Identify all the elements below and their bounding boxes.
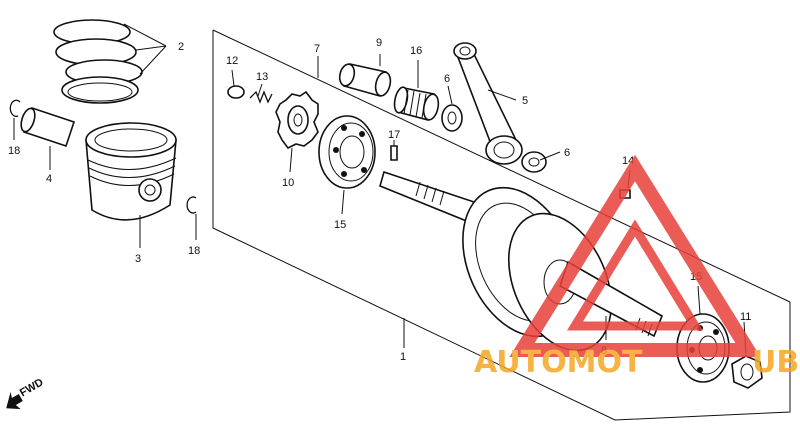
callout-9: 9: [376, 37, 382, 49]
watermark-logo: AUTOMOT UB: [474, 154, 799, 380]
callout-10: 10: [282, 177, 294, 189]
callout-17: 17: [388, 129, 400, 141]
piston-rings: [53, 19, 143, 104]
needle-bearing: [393, 86, 440, 121]
callout-18-left: 18: [8, 145, 20, 157]
crankshaft-nut: [731, 355, 763, 389]
piston-pin-clip-left: [9, 99, 21, 117]
spring: [249, 90, 273, 104]
dowel-pin: [390, 145, 398, 161]
callout-16: 16: [410, 45, 422, 57]
connecting-rod: [453, 42, 523, 165]
forward-direction-indicator: FWD: [6, 376, 46, 410]
timing-gear: [275, 90, 319, 150]
callout-3: 3: [135, 253, 141, 265]
thrust-washer-lower: [521, 151, 547, 173]
fwd-label: FWD: [18, 376, 46, 399]
callout-6-upper: 6: [444, 73, 450, 85]
ball-bearing-left: [318, 115, 376, 189]
woodruff-key: [227, 85, 245, 99]
watermark-text-right: UB: [752, 345, 799, 380]
callout-2: 2: [178, 41, 184, 53]
piston-pin-clip-right: [186, 196, 197, 214]
callout-6-lower: 6: [564, 147, 570, 159]
callout-15-left: 15: [334, 219, 346, 231]
callout-4: 4: [46, 173, 52, 185]
arrow-icon: [6, 391, 23, 410]
piston-pin: [20, 106, 76, 148]
leader-lines: [13, 23, 747, 355]
thrust-washer-upper: [441, 104, 463, 132]
callout-5: 5: [522, 95, 528, 107]
callout-13: 13: [256, 71, 268, 83]
callout-1: 1: [400, 351, 406, 363]
callout-7: 7: [314, 43, 320, 55]
callout-18-right: 18: [188, 245, 200, 257]
callout-labels: 2 3 4 5 6 6 7 8 9 10 11 12 13 14 15 15 1…: [8, 37, 751, 363]
assembly-frame: [212, 30, 791, 421]
watermark-text-left: AUTOMOT: [474, 345, 643, 380]
piston: [85, 122, 177, 221]
callout-12: 12: [226, 55, 238, 67]
callout-11: 11: [740, 311, 751, 323]
crank-pin: [338, 63, 392, 97]
